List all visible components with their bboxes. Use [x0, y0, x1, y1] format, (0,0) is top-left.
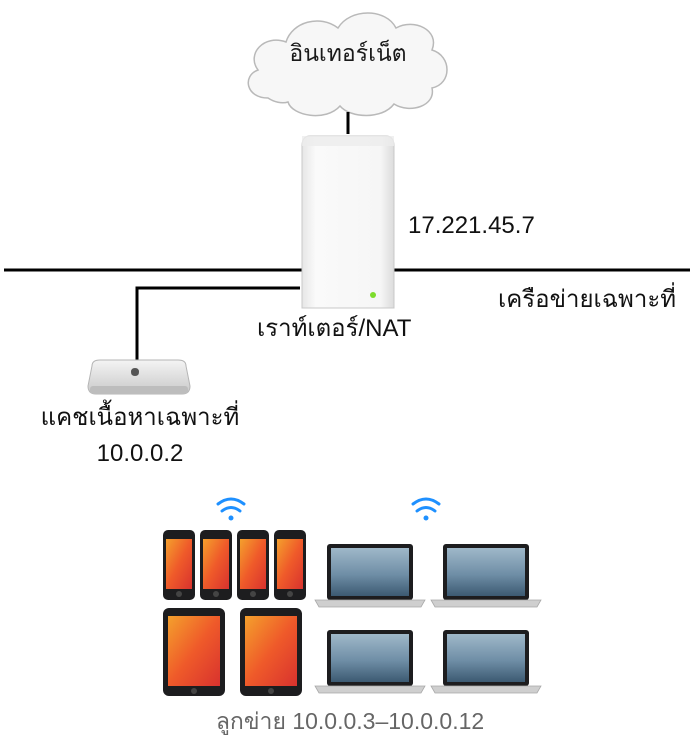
mac-mini-icon: [87, 359, 191, 395]
iphone-icon: [163, 530, 195, 600]
router-icon: [301, 135, 395, 309]
macbook-icon: [314, 544, 426, 608]
internet-cloud: [247, 12, 448, 117]
cache-ip: 10.0.0.2: [96, 440, 184, 467]
iphone-icon: [200, 530, 232, 600]
router-label: เราท์เตอร์/NAT: [257, 315, 412, 342]
iphone-icon: [274, 530, 306, 600]
router-public-ip: 17.221.45.7: [408, 212, 535, 239]
macbook-icon: [430, 630, 542, 694]
router-status-light: [370, 292, 376, 298]
wifi-icon: [216, 497, 246, 521]
wifi-icon: [411, 497, 441, 521]
local-network-label: เครือข่ายเฉพาะที่: [498, 286, 677, 313]
macbook-icon: [314, 630, 426, 694]
cache-link-line: [135, 286, 300, 362]
internet-label: อินเทอร์เน็ต: [289, 40, 407, 66]
clients-label: ลูกข่าย 10.0.0.3–10.0.0.12: [215, 708, 485, 734]
ipad-icon: [240, 608, 302, 696]
ipad-icon: [163, 608, 225, 696]
cache-label: แคชเนื้อหาเฉพาะที่: [40, 404, 240, 431]
macbook-icon: [430, 544, 542, 608]
iphone-icon: [237, 530, 269, 600]
